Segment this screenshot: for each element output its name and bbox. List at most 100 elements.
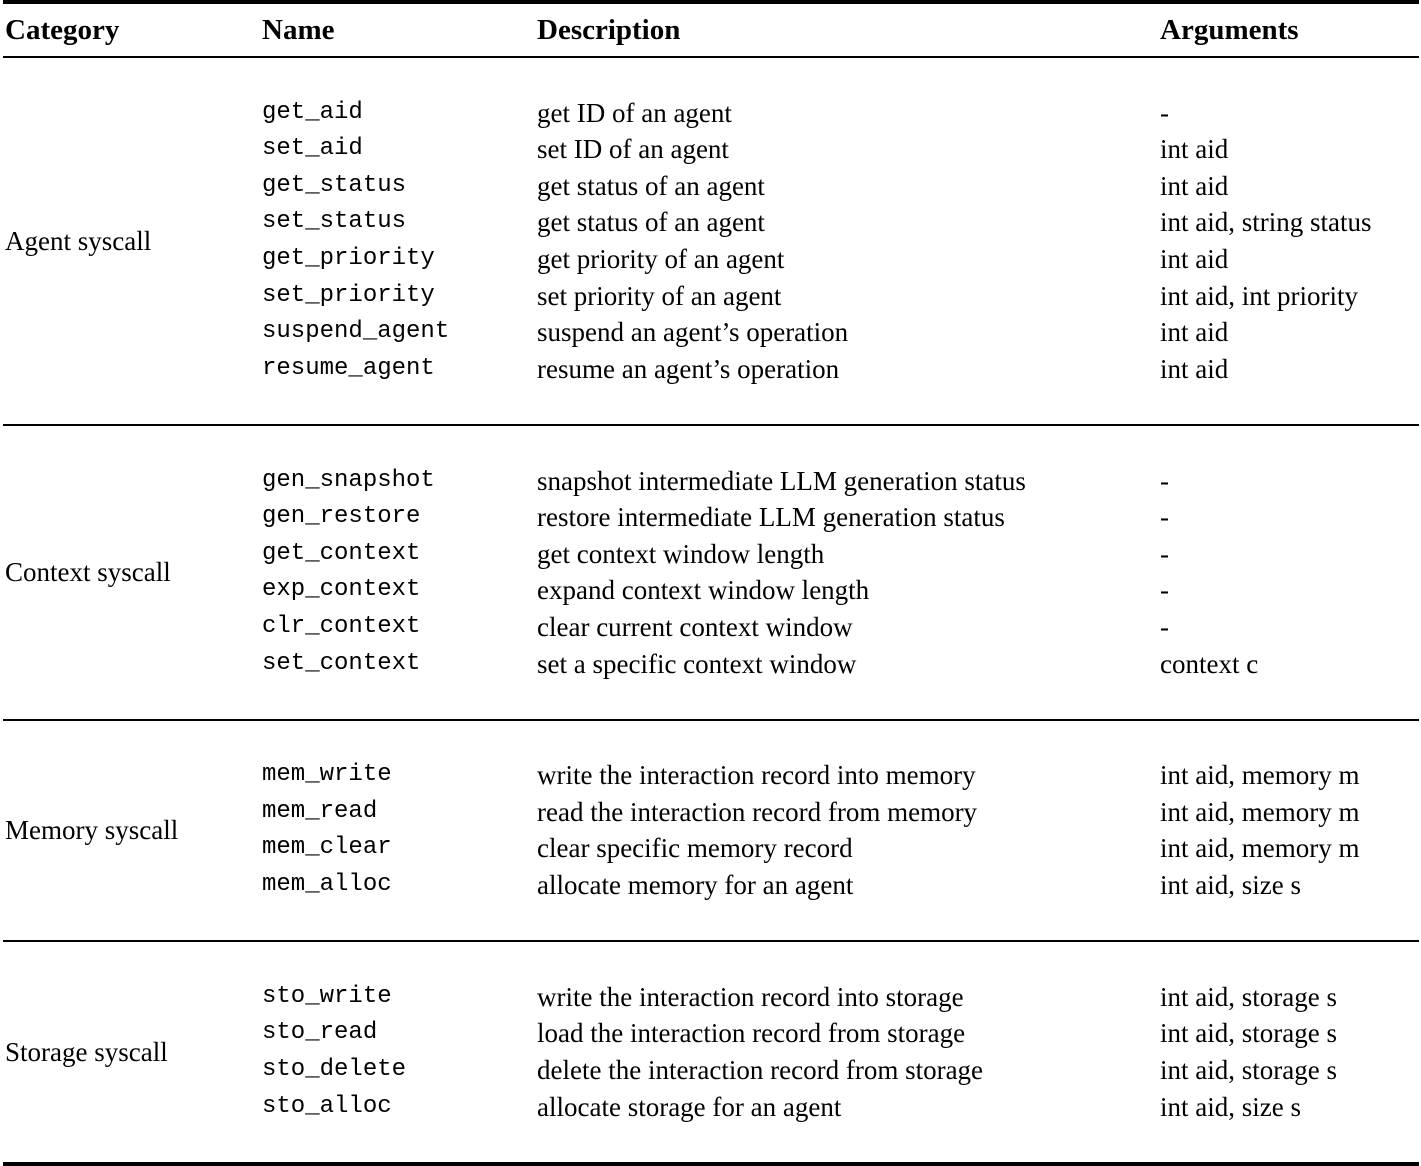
section-spacer-cell xyxy=(3,721,1419,758)
section-spacer-cell xyxy=(3,942,1419,979)
syscall-arguments-cell: - xyxy=(1160,538,1169,569)
table-top-rule xyxy=(3,0,1419,4)
section-spacer-cell xyxy=(3,1125,1419,1162)
syscall-description-cell: set ID of an agent xyxy=(537,134,729,165)
syscall-name-cell: mem_alloc xyxy=(262,871,392,899)
category-cell: Memory syscall xyxy=(5,815,179,846)
syscall-name-cell: sto_delete xyxy=(262,1056,407,1084)
table-row: get_status get status of an agent int aid xyxy=(3,168,1419,205)
table-section-3: Storage syscall sto_write write the intera… xyxy=(3,942,1419,1162)
syscall-name-cell: exp_context xyxy=(262,576,421,604)
table-row: suspend_agent suspend an agent’s operatio… xyxy=(3,314,1419,351)
syscall-name-cell: sto_alloc xyxy=(262,1092,392,1120)
syscall-table-figure: Category Name Description Arguments Agen… xyxy=(3,0,1419,1166)
syscall-arguments-cell: context c xyxy=(1160,648,1259,679)
syscall-name-cell: clr_context xyxy=(262,612,421,640)
table-row: clr_context clear current context window - xyxy=(3,609,1419,646)
syscall-arguments-cell: int aid xyxy=(1160,170,1229,201)
section-spacer xyxy=(3,682,1419,719)
syscall-arguments-cell: - xyxy=(1160,502,1169,533)
syscall-name-cell: sto_read xyxy=(262,1019,378,1047)
syscall-name-cell: sto_write xyxy=(262,982,392,1010)
section-spacer-cell xyxy=(3,387,1419,424)
category-cell: Storage syscall xyxy=(5,1036,168,1067)
syscall-description-cell: suspend an agent’s operation xyxy=(537,317,849,348)
syscall-arguments-cell: - xyxy=(1160,97,1169,128)
syscall-name-cell: get_context xyxy=(262,539,421,567)
syscall-arguments-cell: int aid, storage s xyxy=(1160,1055,1337,1086)
table-header-rule xyxy=(3,56,1419,58)
table-header: Category Name Description Arguments xyxy=(3,4,1419,56)
syscall-name-cell: get_aid xyxy=(262,98,363,126)
syscall-name-cell: set_priority xyxy=(262,281,435,309)
syscall-description-cell: clear specific memory record xyxy=(537,833,853,864)
column-header-arguments: Arguments xyxy=(1160,14,1299,46)
syscall-name-cell: resume_agent xyxy=(262,354,435,382)
syscall-arguments-cell: - xyxy=(1160,575,1169,606)
syscall-name-cell: get_status xyxy=(262,171,407,199)
syscall-arguments-cell: int aid xyxy=(1160,317,1229,348)
table-row: set_priority set priority of an agent int … xyxy=(3,278,1419,315)
section-spacer xyxy=(3,721,1419,758)
syscall-description-cell: allocate storage for an agent xyxy=(537,1091,842,1122)
syscall-description-cell: write the interaction record into memory xyxy=(537,760,976,791)
section-spacer xyxy=(3,387,1419,424)
syscall-arguments-cell: - xyxy=(1160,465,1169,496)
table-row: gen_restore restore intermediate LLM gene… xyxy=(3,499,1419,536)
syscall-description-cell: delete the interaction record from stora… xyxy=(537,1055,984,1086)
syscall-arguments-cell: int aid, storage s xyxy=(1160,981,1337,1012)
syscall-name-cell: gen_restore xyxy=(262,503,421,531)
table-row: set_context set a specific context window… xyxy=(3,646,1419,683)
table-bottom-rule xyxy=(3,1161,1419,1166)
syscall-name-cell: gen_snapshot xyxy=(262,466,435,494)
syscall-description-cell: get status of an agent xyxy=(537,207,765,238)
syscall-arguments-cell: int aid xyxy=(1160,353,1229,384)
table-row: mem_read read the interaction record from… xyxy=(3,794,1419,831)
section-spacer xyxy=(3,58,1419,95)
section-spacer-cell xyxy=(3,58,1419,95)
syscall-arguments-cell: int aid, string status xyxy=(1160,207,1372,238)
section-spacer-cell xyxy=(3,904,1419,941)
syscall-description-cell: snapshot intermediate LLM generation sta… xyxy=(537,465,1026,496)
syscall-description-cell: set priority of an agent xyxy=(537,280,782,311)
syscall-description-cell: get status of an agent xyxy=(537,170,765,201)
table-row: Storage syscall sto_write write the intera… xyxy=(3,979,1419,1067)
syscall-arguments-cell: - xyxy=(1160,611,1169,642)
syscall-name-cell: set_context xyxy=(262,649,421,677)
table-section-rule xyxy=(3,423,1419,426)
syscall-name-cell: suspend_agent xyxy=(262,318,450,346)
syscall-arguments-cell: int aid, size s xyxy=(1160,1091,1301,1122)
syscall-name-cell: mem_read xyxy=(262,797,378,825)
syscall-name-cell: get_priority xyxy=(262,244,435,272)
syscall-arguments-cell: int aid, storage s xyxy=(1160,1018,1337,1049)
section-spacer xyxy=(3,1125,1419,1162)
syscall-arguments-cell: int aid, memory m xyxy=(1160,760,1360,791)
header-row: Category Name Description Arguments xyxy=(3,4,1419,56)
section-spacer xyxy=(3,904,1419,941)
syscall-description-cell: read the interaction record from memory xyxy=(537,796,978,827)
syscall-arguments-cell: int aid, memory m xyxy=(1160,796,1360,827)
syscall-description-cell: write the interaction record into storag… xyxy=(537,981,964,1012)
category-cell: Agent syscall xyxy=(5,225,152,256)
syscall-description-cell: get priority of an agent xyxy=(537,243,785,274)
syscall-arguments-cell: int aid, size s xyxy=(1160,870,1301,901)
syscall-arguments-cell: int aid, int priority xyxy=(1160,280,1358,311)
syscall-description-cell: clear current context window xyxy=(537,611,853,642)
table-section-rule xyxy=(3,718,1419,721)
syscall-description-cell: restore intermediate LLM generation stat… xyxy=(537,502,1005,533)
syscall-arguments-cell: int aid, memory m xyxy=(1160,833,1360,864)
syscall-description-cell: set a specific context window xyxy=(537,648,857,679)
